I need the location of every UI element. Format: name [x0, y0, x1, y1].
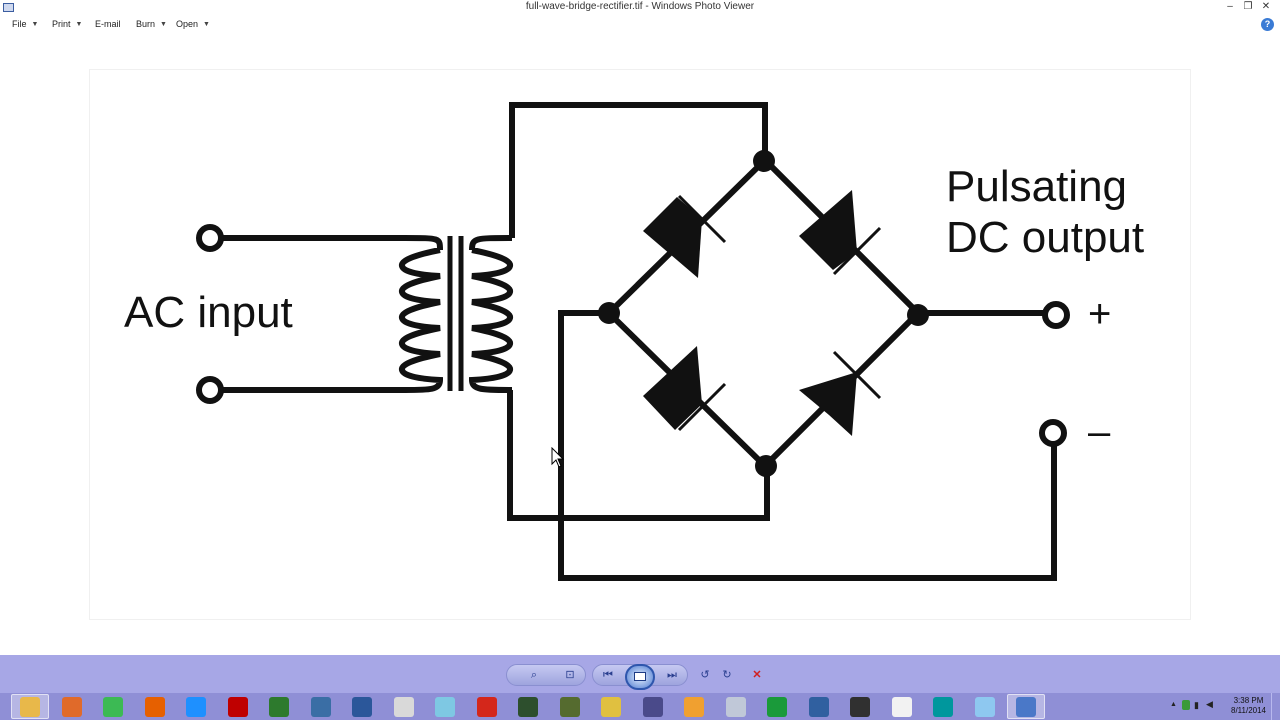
chrome-icon[interactable] [103, 697, 123, 717]
zoom-group [506, 664, 586, 686]
title-bar: full-wave-bridge-rectifier.tif - Windows… [0, 0, 1280, 16]
delete-icon[interactable]: ✕ [752, 669, 762, 681]
close-button[interactable]: ✕ [1261, 1, 1271, 12]
slideshow-button[interactable] [625, 664, 655, 690]
restore-button[interactable]: ❐ [1243, 1, 1253, 12]
plus-label: + [1088, 292, 1111, 336]
ac-input-label: AC input [124, 288, 293, 337]
rtty-icon[interactable] [892, 697, 912, 717]
volume-icon[interactable]: ◀ [1206, 699, 1213, 709]
next-icon[interactable]: ⏭ [667, 669, 677, 681]
app-icon-3[interactable] [311, 697, 331, 717]
bridge-rectifier-diagram: AC input Pulsating DC output + – [124, 102, 1144, 581]
menu-file-label: File [12, 19, 27, 29]
menu-burn-label: Burn [136, 19, 156, 29]
arduino-icon[interactable] [933, 697, 953, 717]
clock-date: 8/11/2014 [1231, 706, 1266, 715]
output-label-line1: Pulsating [946, 162, 1127, 211]
calculator-icon[interactable] [726, 697, 746, 717]
menu-burn[interactable]: Burn ▼ [136, 19, 167, 29]
window-title: full-wave-bridge-rectifier.tif - Windows… [525, 1, 755, 12]
slideshow-icon [634, 672, 646, 681]
network-icon[interactable]: ▮ [1194, 700, 1199, 710]
chevron-down-icon: ▼ [75, 20, 83, 28]
app-icon-2[interactable] [269, 697, 289, 717]
menu-print[interactable]: Print ▼ [52, 19, 82, 29]
paint-icon[interactable] [684, 697, 704, 717]
minus-label: – [1088, 410, 1111, 454]
menu-open[interactable]: Open ▼ [176, 19, 210, 29]
taskbar: ▲ ▮ ◀ 3:38 PM 8/11/2014 [0, 693, 1280, 720]
app-icon-10[interactable] [809, 697, 829, 717]
tray-expand-icon[interactable]: ▲ [1170, 701, 1177, 708]
tray-app-icon[interactable] [1182, 700, 1190, 710]
photo-viewer-icon[interactable] [1016, 697, 1036, 717]
app-icon-6[interactable] [560, 697, 580, 717]
show-desktop-button[interactable] [1271, 693, 1280, 720]
chevron-down-icon: ▼ [31, 20, 39, 28]
rotate-clockwise-icon[interactable]: ↻ [722, 669, 732, 681]
app-icon-8[interactable] [643, 697, 663, 717]
menu-bar: File ▼ Print ▼ E-mail Burn ▼ Open ▼ ? [0, 16, 1280, 34]
app-icon-1[interactable] [62, 697, 82, 717]
app-icon-4[interactable] [435, 697, 455, 717]
word-icon[interactable] [352, 697, 372, 717]
app-icon-7[interactable] [601, 697, 621, 717]
menu-open-label: Open [176, 19, 199, 29]
clock[interactable]: 3:38 PM 8/11/2014 [1231, 696, 1266, 716]
zoom-icon[interactable]: ⌕ [530, 669, 538, 681]
system-tray: ▲ ▮ ◀ 3:38 PM 8/11/2014 [1160, 693, 1280, 720]
menu-print-label: Print [52, 19, 71, 29]
rotate-counterclockwise-icon[interactable]: ↺ [700, 669, 710, 681]
displayed-image: AC input Pulsating DC output + – [90, 70, 1190, 619]
chevron-down-icon: ▼ [203, 20, 210, 28]
mouse-cursor-icon [551, 447, 565, 468]
minimize-button[interactable]: – [1227, 1, 1233, 12]
app-icon-9[interactable] [767, 697, 787, 717]
notepad-icon[interactable] [394, 697, 414, 717]
chevron-down-icon: ▼ [160, 20, 167, 28]
app-icon-12[interactable] [975, 697, 995, 717]
acrobat-icon[interactable] [477, 697, 497, 717]
actual-size-icon[interactable]: ⊡ [565, 669, 575, 681]
image-viewer-area: AC input Pulsating DC output + – [0, 34, 1280, 655]
filezilla-icon[interactable] [228, 697, 248, 717]
menu-email[interactable]: E-mail [95, 19, 121, 29]
ie-icon[interactable] [186, 697, 206, 717]
help-icon[interactable]: ? [1261, 18, 1274, 31]
app-icon-11[interactable] [850, 697, 870, 717]
menu-email-label: E-mail [95, 19, 121, 29]
photo-viewer-app-icon[interactable] [3, 3, 14, 12]
firefox-icon[interactable] [145, 697, 165, 717]
clock-time: 3:38 PM [1233, 696, 1264, 705]
file-explorer-icon[interactable] [20, 697, 40, 717]
app-icon-5[interactable] [518, 697, 538, 717]
menu-file[interactable]: File ▼ [12, 19, 38, 29]
previous-icon[interactable]: ⏮ [603, 669, 613, 681]
output-label-line2: DC output [946, 213, 1144, 262]
